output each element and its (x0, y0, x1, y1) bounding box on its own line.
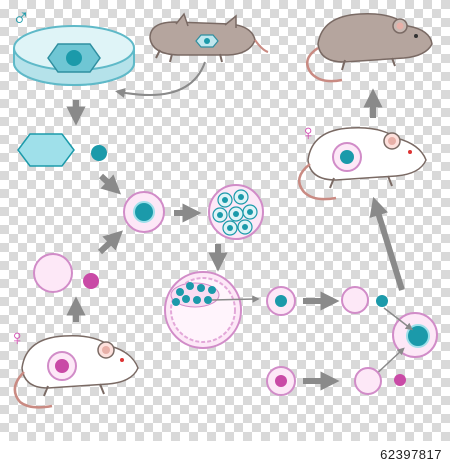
nucleus-icon (376, 295, 388, 307)
morula-icon (208, 184, 264, 240)
nucleus-icon (91, 145, 107, 161)
arrow-icon (98, 173, 122, 195)
egg-donor-mouse-icon (13, 334, 139, 409)
female-symbol-icon: ♀ (9, 325, 26, 350)
empty-egg-icon (354, 367, 382, 395)
watermark-id: 62397817 (380, 447, 442, 462)
female-symbol-icon: ♀ (300, 120, 317, 145)
chimera-mouse-diagram (13, 12, 438, 409)
pink-cell-icon (266, 366, 296, 396)
male-symbol-icon: ♂ (12, 4, 30, 31)
es-cell-icon (266, 286, 296, 316)
arrow-icon (115, 61, 206, 98)
arrow-icon (97, 230, 124, 255)
donor-mouse-lying-icon (149, 12, 269, 63)
nucleus-icon (83, 273, 99, 289)
brown-mouse-icon (305, 13, 433, 83)
arrow-icon (369, 196, 405, 291)
pointer-icon (383, 307, 413, 331)
reconstructed-egg-icon (123, 191, 165, 233)
empty-egg-icon (341, 286, 369, 314)
egg-cell-icon (33, 253, 73, 293)
petri-dish-icon (13, 25, 135, 86)
blastocyst-icon (164, 271, 242, 349)
pointer-icon (211, 295, 260, 303)
surrogate-mouse-icon (297, 126, 427, 201)
nucleus-icon (394, 374, 406, 386)
watermark-bar (0, 441, 450, 469)
tissue-hexagon-icon (17, 133, 75, 167)
